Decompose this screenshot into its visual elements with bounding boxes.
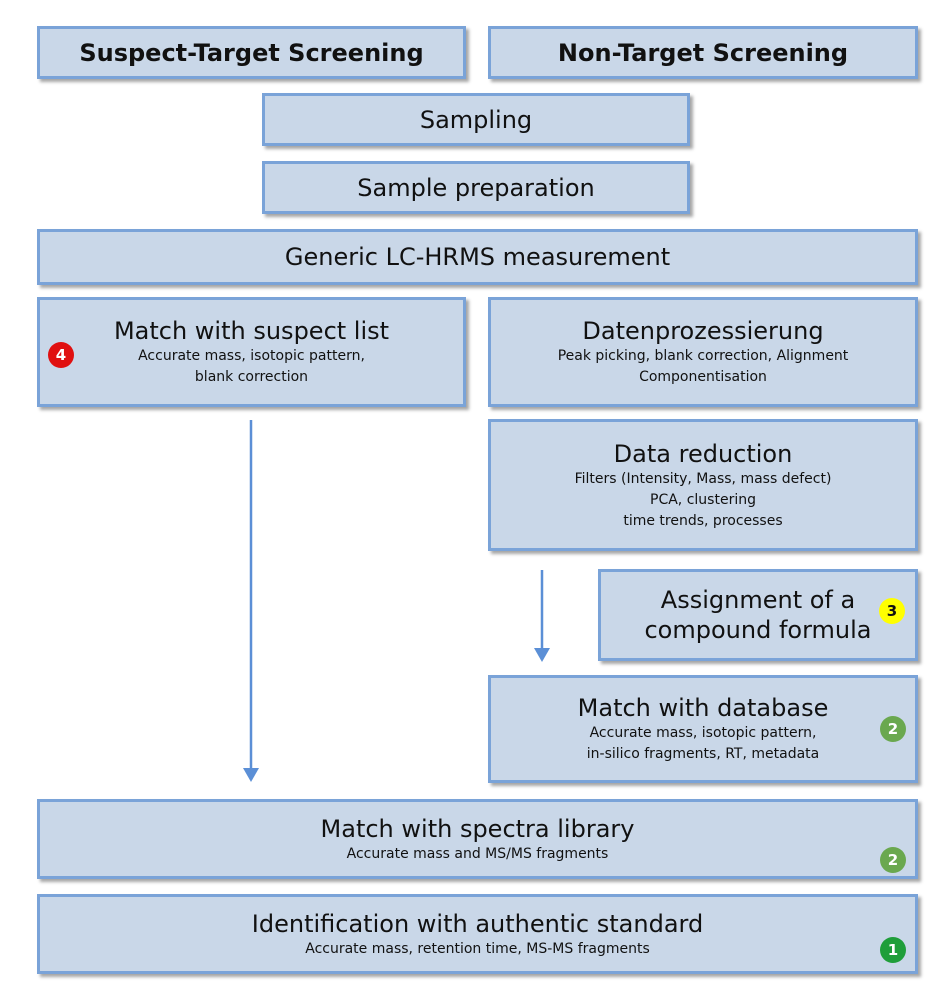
confidence-level-2-badge-database: 2 <box>880 716 906 742</box>
sampling-label: Sampling <box>419 105 533 134</box>
spectra-library-match-box: Match with spectra library Accurate mass… <box>37 799 918 879</box>
authentic-standard-line1: Accurate mass, retention time, MS-MS fra… <box>305 940 650 957</box>
authentic-standard-title: Identification with authentic standard <box>251 909 704 938</box>
arrow-reduction-to-database <box>534 570 550 662</box>
data-processing-title: Datenprozessierung <box>582 317 824 345</box>
data-reduction-line2: PCA, clustering <box>650 491 756 508</box>
formula-assignment-line2: compound formula <box>644 616 872 644</box>
suspect-list-match-line1: Accurate mass, isotopic pattern, <box>138 348 365 364</box>
suspect-target-screening-box: Suspect-Target Screening <box>37 26 466 79</box>
confidence-level-1-badge: 1 <box>880 937 906 963</box>
database-match-line2: in-silico fragments, RT, metadata <box>586 746 820 762</box>
suspect-list-match-line2: blank correction <box>194 369 309 385</box>
database-match-line1: Accurate mass, isotopic pattern, <box>589 725 817 741</box>
formula-assignment-box: Assignment of a compound formula <box>598 569 918 661</box>
suspect-list-match-title: Match with suspect list <box>113 317 390 345</box>
data-processing-line1: Peak picking, blank correction, Alignmen… <box>557 348 849 364</box>
sampling-box: Sampling <box>262 93 690 146</box>
arrow-suspect-to-spectra <box>243 420 259 782</box>
data-reduction-box: Data reduction Filters (Intensity, Mass,… <box>488 419 918 551</box>
confidence-level-1-label: 1 <box>887 941 899 959</box>
sample-preparation-box: Sample preparation <box>262 161 690 214</box>
formula-assignment-line1: Assignment of a <box>660 586 856 614</box>
suspect-list-match-box: Match with suspect list Accurate mass, i… <box>37 297 466 407</box>
confidence-level-4-label: 4 <box>55 346 67 364</box>
confidence-level-2-label-database: 2 <box>887 720 899 738</box>
confidence-level-3-badge: 3 <box>879 598 905 624</box>
database-match-title: Match with database <box>577 694 829 722</box>
data-reduction-title: Data reduction <box>613 439 793 468</box>
sample-preparation-label: Sample preparation <box>357 173 595 202</box>
spectra-library-match-line1: Accurate mass and MS/MS fragments <box>346 845 609 862</box>
confidence-level-4-badge: 4 <box>48 342 74 368</box>
lc-hrms-measurement-label: Generic LC-HRMS measurement <box>284 243 671 271</box>
data-reduction-line1: Filters (Intensity, Mass, mass defect) <box>574 470 832 487</box>
data-processing-box: Datenprozessierung Peak picking, blank c… <box>488 297 918 407</box>
lc-hrms-measurement-box: Generic LC-HRMS measurement <box>37 229 918 285</box>
suspect-target-screening-label: Suspect-Target Screening <box>79 38 424 67</box>
authentic-standard-box: Identification with authentic standard A… <box>37 894 918 974</box>
spectra-library-match-title: Match with spectra library <box>320 814 635 843</box>
confidence-level-3-label: 3 <box>886 602 898 620</box>
confidence-level-2-badge-spectra: 2 <box>880 847 906 873</box>
non-target-screening-box: Non-Target Screening <box>488 26 918 79</box>
confidence-level-2-label-spectra: 2 <box>887 851 899 869</box>
data-reduction-line3: time trends, processes <box>623 512 783 529</box>
data-processing-line2: Componentisation <box>639 369 767 385</box>
non-target-screening-label: Non-Target Screening <box>557 38 849 67</box>
database-match-box: Match with database Accurate mass, isoto… <box>488 675 918 783</box>
